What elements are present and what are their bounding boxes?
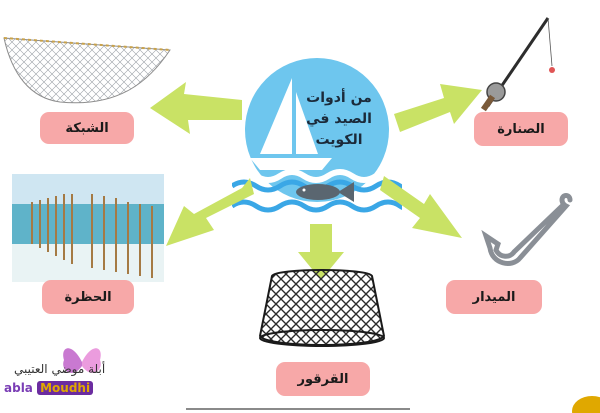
bottom-divider [186,408,410,410]
fishing-net-image [3,37,171,104]
arrow-to-hook [380,176,462,238]
arrow-to-rod [394,84,482,132]
label-net: الشبكة [40,112,134,144]
logo-latin-1: abla [4,381,33,395]
center-sailboat-icon [232,58,402,213]
corner-decoration [572,396,600,413]
arrow-to-weir [166,178,254,246]
label-hook: الميدار [446,280,542,314]
arrow-to-trap [298,224,344,280]
label-weir: الحظرة [42,280,134,314]
logo-latin-2: Moudhi [37,381,94,395]
logo-latin-text: abla Moudhi [4,381,94,395]
fish-hook-image [481,193,573,266]
fishing-rod-image [480,17,555,112]
fish-weir-image [12,174,164,282]
center-title: من أدوات الصيد في الكويت [306,90,372,148]
butterfly-logo-icon [63,348,101,373]
label-trap: القرقور [276,362,370,396]
fish-trap-image [258,269,386,347]
label-rod: الصنارة [474,112,568,146]
logo-arabic-text: أبلة موضي العتيبي [14,362,106,376]
arrow-to-net [150,82,242,134]
